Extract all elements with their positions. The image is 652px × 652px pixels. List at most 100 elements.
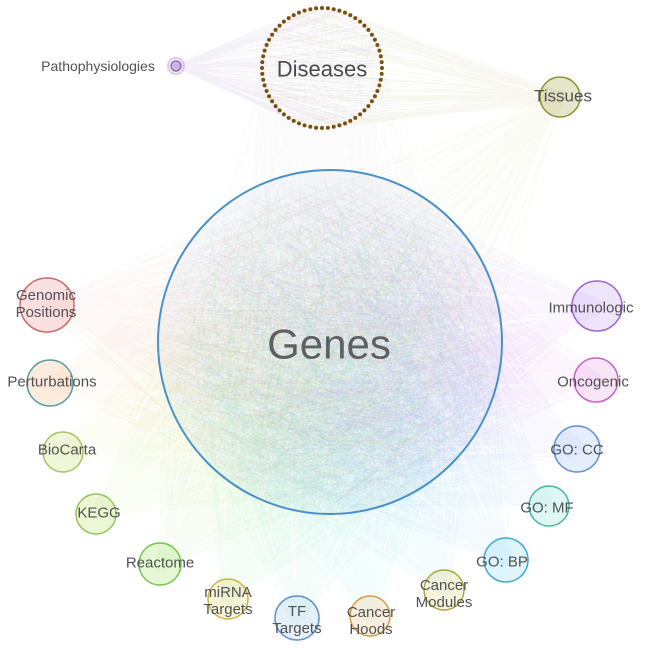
disease-dot <box>337 123 342 128</box>
disease-dot <box>270 32 275 37</box>
node-label-mirna_targets[interactable]: miRNA Targets <box>203 584 253 618</box>
disease-dot <box>260 60 265 65</box>
disease-dot <box>308 7 313 12</box>
edge-bundle-go_mf-genes <box>174 187 557 513</box>
node-circle-perturbations[interactable] <box>26 359 74 407</box>
disease-dot <box>380 66 384 70</box>
edge-bundle-cancer_modules-genes <box>166 177 494 597</box>
disease-dot <box>291 118 296 123</box>
node-circle-go_bp[interactable] <box>483 537 529 583</box>
edge-bundle-biocarta-genes <box>56 184 491 509</box>
node-fill-biocarta <box>43 432 83 472</box>
node-halo-pathophysiologies <box>167 57 185 75</box>
disease-dot <box>261 77 266 82</box>
node-circle-go_cc[interactable] <box>553 425 601 473</box>
node-circle-cancer_modules[interactable] <box>423 569 465 611</box>
node-circle-cancer_hoods[interactable] <box>349 595 391 637</box>
node-circle-reactome[interactable] <box>138 542 182 586</box>
disease-dot <box>362 23 367 28</box>
node-label-go_bp[interactable]: GO: BP <box>476 553 528 571</box>
disease-dot <box>353 115 358 120</box>
node-circle-biocarta[interactable] <box>42 431 84 473</box>
disease-dot <box>358 19 363 24</box>
node-label-cancer_hoods[interactable]: Cancer Hoods <box>346 604 396 638</box>
disease-dot <box>369 32 374 37</box>
disease-dot <box>320 126 324 130</box>
disease-dot <box>362 108 367 113</box>
disease-dot <box>331 124 336 129</box>
node-label-genomic_positions[interactable]: Genomic Positions <box>15 287 77 321</box>
disease-dot <box>358 112 363 117</box>
edge-bundle-tissues-diseases <box>261 7 567 129</box>
node-circle-tissues[interactable] <box>539 76 581 118</box>
node-circle-pathophysiologies[interactable] <box>170 60 182 72</box>
node-label-biocarta[interactable]: BioCarta <box>37 441 97 459</box>
node-label-perturbations[interactable]: Perturbations <box>7 373 97 391</box>
node-label-go_mf[interactable]: GO: MF <box>520 499 574 517</box>
disease-dot <box>343 121 347 126</box>
disease-dot <box>377 83 382 88</box>
node-label-go_cc[interactable]: GO: CC <box>550 441 604 459</box>
node-circle-genomic_positions[interactable] <box>19 277 75 333</box>
node-circle-genes[interactable] <box>157 169 503 515</box>
node-fill-go_mf <box>529 486 569 526</box>
edge-bundle-go_bp-genes <box>172 180 514 568</box>
disease-dot <box>378 54 383 59</box>
disease-dot <box>375 89 380 93</box>
disease-dot <box>325 6 330 11</box>
node-circle-oncogenic[interactable] <box>573 357 619 403</box>
disease-dot <box>314 6 319 11</box>
disease-dot <box>297 10 301 15</box>
node-label-tf_targets[interactable]: TF Targets <box>272 603 322 637</box>
disease-dot <box>277 108 282 113</box>
node-fill-perturbations <box>27 360 73 406</box>
disease-dot <box>302 123 307 128</box>
node-circle-immunologic[interactable] <box>571 280 623 332</box>
disease-dot <box>273 104 278 109</box>
disease-dot <box>270 99 275 104</box>
disease-dot <box>348 13 353 18</box>
node-fill-cancer_hoods <box>350 596 390 636</box>
disease-dot <box>379 60 384 65</box>
node-label-oncogenic[interactable]: Oncogenic <box>557 373 629 391</box>
disease-dot <box>366 104 371 109</box>
node-fill-tissues <box>540 77 580 117</box>
disease-dot <box>377 48 382 53</box>
node-circle-tf_targets[interactable] <box>274 595 320 641</box>
edge-bundle-diseases-diseases <box>265 13 377 125</box>
node-fill-go_cc <box>554 426 600 472</box>
edge-bundle-perturbations-genes <box>42 180 479 503</box>
node-label-genes[interactable]: Genes <box>267 320 391 368</box>
edge-bundle-pathophysiologies-diseases <box>174 7 383 129</box>
disease-dot <box>273 27 278 32</box>
node-fill-immunologic <box>572 281 622 331</box>
edge-bundle-tf_targets-genes <box>174 184 484 626</box>
disease-dot <box>331 7 336 12</box>
node-fill-genes <box>158 170 502 514</box>
node-label-immunologic[interactable]: Immunologic <box>548 299 634 317</box>
node-circle-diseases[interactable] <box>260 6 384 130</box>
node-label-kegg[interactable]: KEGG <box>77 504 121 522</box>
disease-dot <box>308 124 313 129</box>
disease-dot <box>372 94 377 99</box>
disease-dot <box>281 19 286 24</box>
node-circle-mirna_targets[interactable] <box>207 578 249 620</box>
disease-dot <box>343 10 347 15</box>
disease-dot <box>267 94 272 99</box>
disease-dot <box>281 112 286 117</box>
node-fill-oncogenic <box>574 358 618 402</box>
node-fill-reactome <box>139 543 181 585</box>
node-circle-go_mf[interactable] <box>528 485 570 527</box>
node-label-diseases[interactable]: Diseases <box>276 56 368 82</box>
node-label-pathophysiologies[interactable]: Pathophysiologies <box>41 58 155 75</box>
disease-dot <box>348 118 353 123</box>
node-label-tissues[interactable]: Tissues <box>534 86 592 106</box>
node-circle-kegg[interactable] <box>75 493 117 535</box>
disease-dot <box>260 71 265 76</box>
disease-dot <box>286 115 291 120</box>
node-label-cancer_modules[interactable]: Cancer Modules <box>415 577 473 611</box>
disease-dot <box>261 54 266 59</box>
node-label-reactome[interactable]: Reactome <box>125 554 195 572</box>
